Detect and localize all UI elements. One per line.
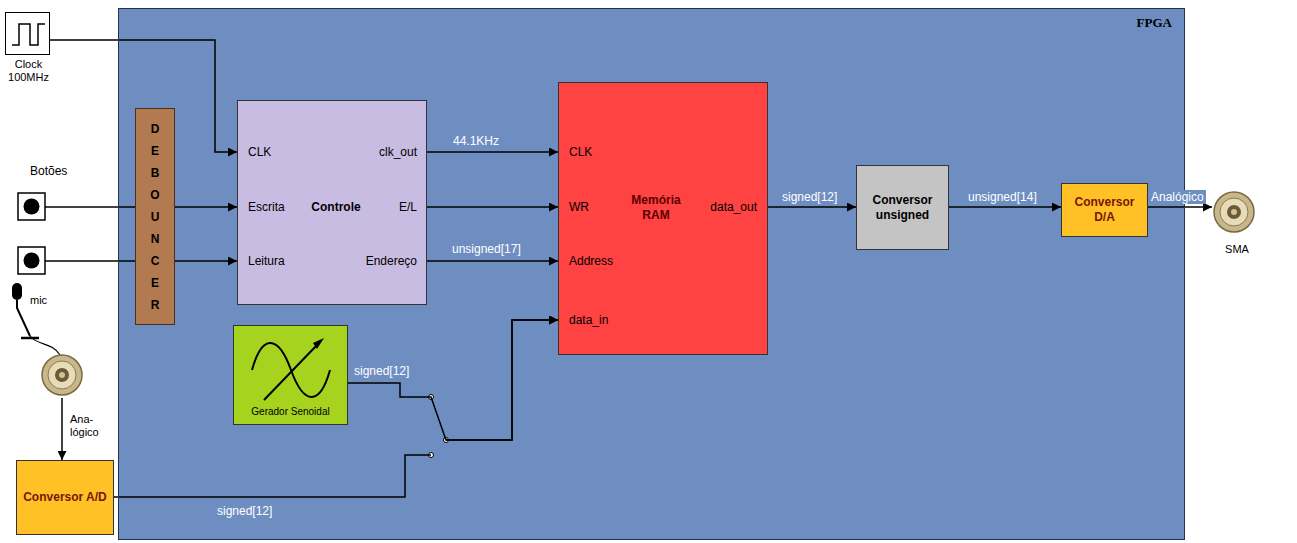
signal-wire <box>175 206 237 208</box>
port-label: CLK <box>248 145 271 160</box>
signal-label: signed[12] <box>780 190 839 204</box>
port-label: clk_out <box>379 145 417 160</box>
button-symbol <box>24 199 40 215</box>
signal-wire <box>114 320 558 497</box>
connector-socket <box>1227 205 1241 219</box>
signal-wire <box>949 206 1061 208</box>
signal-label: unsigned[14] <box>966 190 1039 204</box>
port-label: data_in <box>569 313 608 328</box>
signal-wire <box>427 260 558 262</box>
port-label: Address <box>569 254 613 269</box>
connector-pin <box>1231 209 1237 215</box>
square-wave <box>12 24 45 45</box>
button-wire <box>45 206 135 208</box>
connector-ring <box>1220 198 1248 226</box>
connector-socket <box>55 368 69 382</box>
mic-base <box>21 337 39 340</box>
connector-pin <box>59 372 65 378</box>
debouncer-block: DEBOUNCER <box>135 108 175 325</box>
mic-stand <box>17 300 30 336</box>
block-title: Gerador Senoidal <box>234 406 347 418</box>
mic-label: mic <box>30 294 47 307</box>
sma-connector: SMA <box>1212 190 1262 235</box>
signal-wire <box>61 398 63 460</box>
converter-block: Conversor unsigned <box>856 165 949 250</box>
mic-cable <box>30 336 60 355</box>
clock-source: Clock 100MHz <box>5 12 50 55</box>
signal-label: 44.1KHz <box>451 134 501 148</box>
control-block: Controle CLK EscritaLeitura clk_outE/L Ender… <box>237 100 427 305</box>
mic-head <box>12 283 22 300</box>
signal-label: signed[12] <box>352 364 411 378</box>
connector-label: SMA <box>1207 243 1267 256</box>
region-title: FPGA <box>1137 15 1172 30</box>
signal-wire <box>1148 206 1212 208</box>
button-wire <box>45 260 135 262</box>
port-label: E/L <box>399 200 417 215</box>
signal-wire <box>348 320 558 440</box>
connector-body <box>1214 192 1254 232</box>
signal-wire <box>427 206 558 208</box>
tuning-arrow-head <box>313 338 324 349</box>
port-label: WR <box>569 200 589 215</box>
microphone: mic <box>8 280 92 398</box>
block-title: Controle <box>298 200 374 215</box>
signal-label: Ana- lógico <box>68 413 108 439</box>
port-label: CLK <box>569 145 592 160</box>
mic-icon <box>8 280 92 398</box>
signal-label: unsigned[17] <box>450 242 523 256</box>
source-label: Clock 100MHz <box>3 58 54 84</box>
group-label: Botões <box>30 164 67 178</box>
clock-icon <box>6 13 49 54</box>
sine-wave <box>252 343 330 397</box>
port-label: data_out <box>710 200 757 215</box>
port-label: Escrita <box>248 200 285 215</box>
button-symbol <box>18 193 45 220</box>
adc-block: Conversor A/D <box>16 460 114 535</box>
signal-label: Analógico <box>1149 190 1206 204</box>
block-title: Conversor A/D <box>23 490 107 505</box>
button-symbol <box>24 253 40 269</box>
button-symbol <box>18 247 45 274</box>
port-label: Endereço <box>366 254 417 269</box>
block-title: Conversor unsigned <box>863 193 942 223</box>
port-label: Leitura <box>248 254 285 269</box>
connector-body <box>42 355 82 395</box>
connector-ring <box>48 361 76 389</box>
sma-icon <box>1212 190 1262 235</box>
ram-block: Memória RAM CLK WR Address data_in data_out <box>558 82 768 355</box>
block-title: DEBOUNCER <box>149 118 161 316</box>
signal-wire <box>175 260 237 262</box>
fpga-fill <box>118 8 1185 540</box>
fpga-region: FPGA DEBOUNCER Controle CLK EscritaLeitura cl… <box>118 8 1185 540</box>
signal-wire <box>768 206 856 208</box>
dac-block: Conversor D/A <box>1061 183 1148 237</box>
block-title: Conversor D/A <box>1068 195 1141 225</box>
block-title: Memória RAM <box>621 193 691 223</box>
signal-wire <box>427 151 558 153</box>
signal-label: signed[12] <box>215 504 274 518</box>
sine-generator: Gerador Senoidal <box>233 325 348 425</box>
tuning-arrow <box>264 344 318 400</box>
